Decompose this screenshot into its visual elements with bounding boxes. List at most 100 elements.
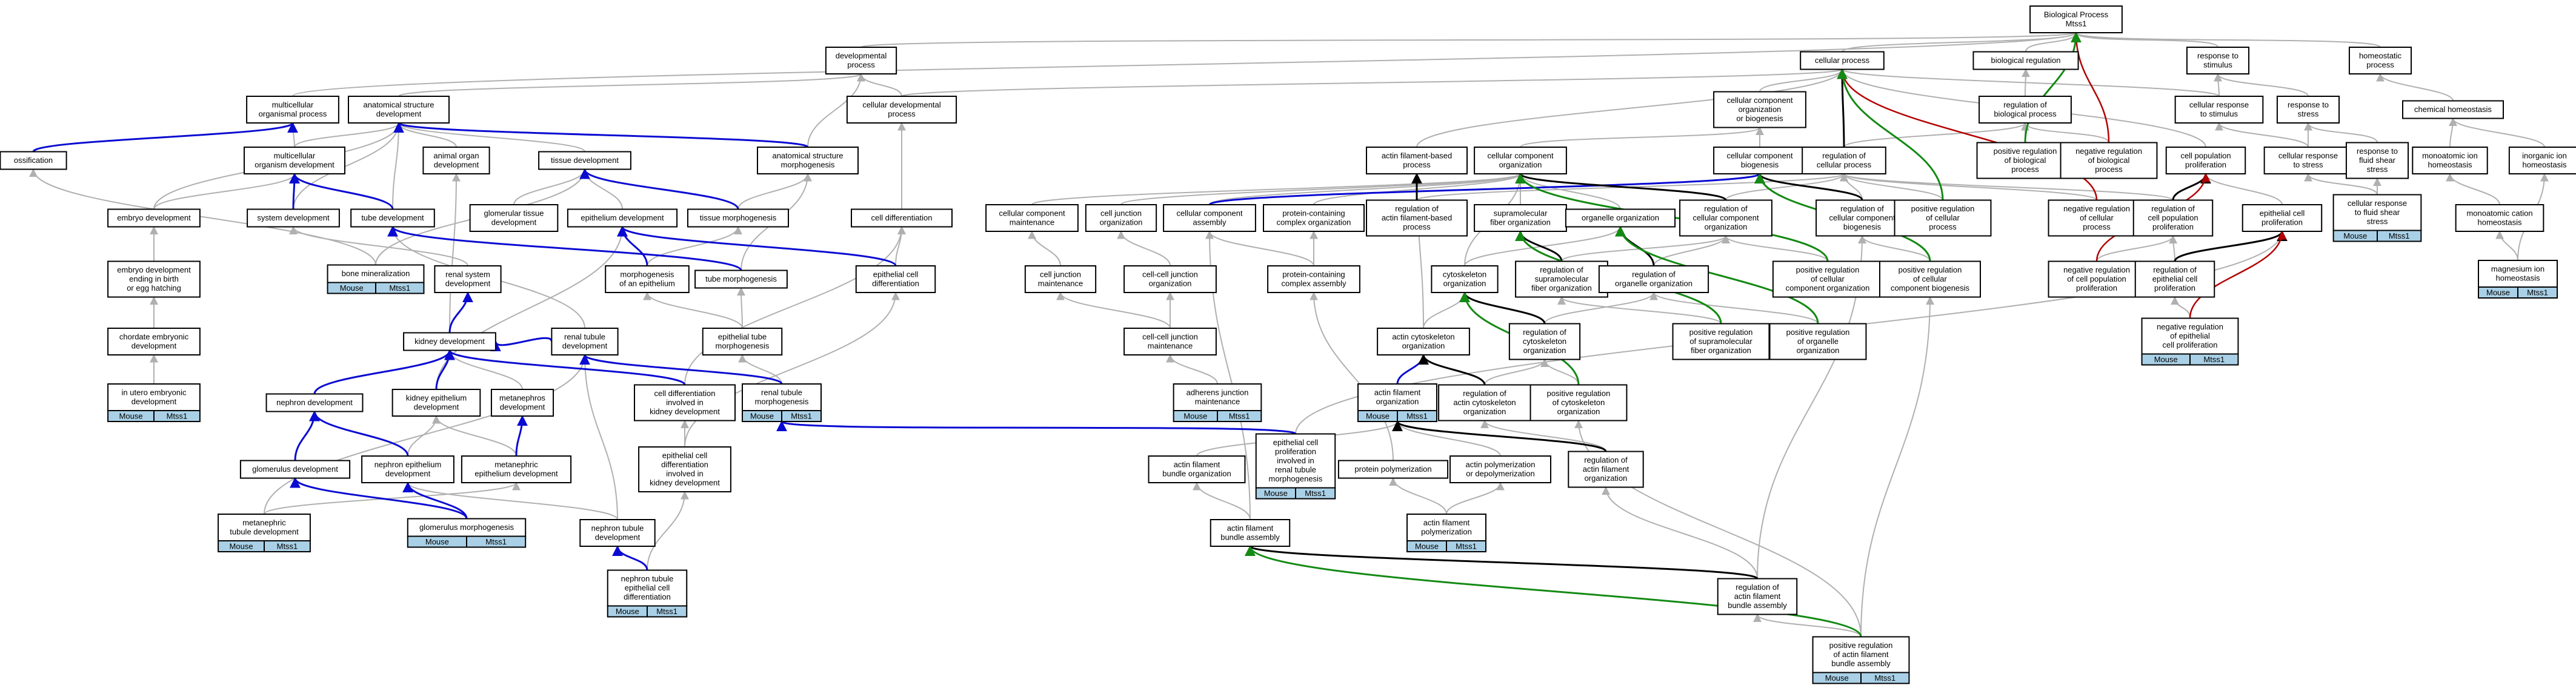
go-term-node[interactable]: cellular process xyxy=(1800,51,1885,70)
go-term-node[interactable]: glomerulus development xyxy=(239,460,351,479)
go-term-node[interactable]: tube development xyxy=(350,208,435,228)
go-term-node[interactable]: kidney development xyxy=(403,332,496,351)
go-term-node[interactable]: organelle organization xyxy=(1565,208,1676,228)
go-term-node[interactable]: chemical homeostasis xyxy=(2402,100,2504,119)
go-term-node[interactable]: epithelium development xyxy=(567,208,678,228)
go-term-node[interactable]: ossification xyxy=(0,151,67,170)
go-term-node[interactable]: biological regulation xyxy=(1972,51,2079,70)
go-term-node[interactable]: embryo development xyxy=(107,208,201,228)
go-term-node[interactable]: nephron development xyxy=(265,393,364,412)
go-term-node[interactable]: system development xyxy=(247,208,340,228)
go-term-node[interactable]: tube morphogenesis xyxy=(694,269,788,289)
go-term-node[interactable]: protein polymerization xyxy=(1337,460,1449,479)
go-term-node[interactable]: cell differentiation xyxy=(851,208,953,228)
go-term-node[interactable]: tissue development xyxy=(538,151,631,170)
go-term-node[interactable]: tissue morphogenesis xyxy=(687,208,789,228)
